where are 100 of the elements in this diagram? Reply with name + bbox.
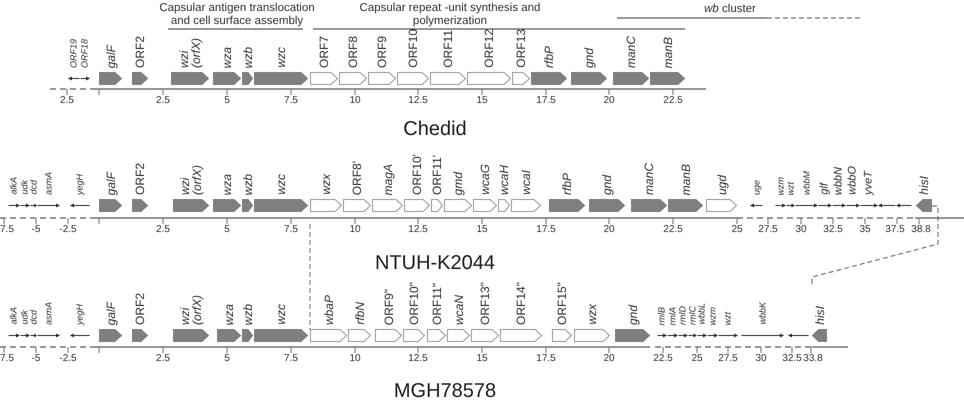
- gene-label: galF: [104, 302, 116, 325]
- gene-label: ORF8': [351, 160, 363, 195]
- scale-tick-label: 33.8: [803, 353, 823, 364]
- gene-label: ORF15": [556, 285, 568, 325]
- gene-label: gnd: [583, 48, 595, 68]
- scale-tick-label: 5: [224, 353, 230, 364]
- scale-tick-label: 27.5: [718, 353, 738, 364]
- scale-tick-label: 10: [349, 95, 361, 106]
- scale-tick-label: 32.5: [823, 224, 843, 235]
- gene-label: rmlD: [678, 306, 688, 325]
- scale-tick-label: -2.5: [59, 224, 77, 235]
- gene-label: wzi (orfX): [179, 164, 203, 195]
- gene-label: wza: [223, 304, 235, 325]
- gene-label: wzb: [242, 304, 254, 325]
- gene-label: ugd: [716, 174, 728, 195]
- scale-tick-label: 27.5: [758, 224, 778, 235]
- gene-label: wzx: [320, 174, 332, 195]
- gene-label: ORF11: [442, 30, 454, 68]
- gene-label: wzt: [786, 182, 795, 195]
- scale-tick-label: 10: [349, 353, 361, 364]
- scale-tick-label: 17.5: [536, 224, 556, 235]
- gene-label: ORF10': [411, 155, 423, 195]
- gene-label: ORF7: [318, 36, 330, 68]
- scale-tick-label: 2.5: [156, 95, 170, 106]
- scale-tick-label: 25: [691, 353, 703, 364]
- gene-label: wzc: [275, 304, 287, 325]
- section-heading: Capsular antigen translocation and cell surface assembly: [158, 2, 316, 28]
- scale-tick-label: 12.5: [408, 353, 428, 364]
- gene-label: manB: [680, 164, 692, 195]
- strain-name: MGH78578: [394, 380, 496, 403]
- scale-tick-label: 7.5: [0, 224, 14, 235]
- gene-label: manC: [625, 36, 637, 68]
- dashed-connector: [812, 206, 938, 286]
- gene-label: manC: [643, 162, 655, 195]
- scale-tick-label: 32.5: [782, 353, 802, 364]
- scale-tick-label: -5: [32, 353, 40, 364]
- scale-tick-label: 7.5: [284, 95, 298, 106]
- scale-tick-label: 2.5: [156, 224, 170, 235]
- gene-label: ORF10: [407, 29, 419, 68]
- gene-label: wzc: [275, 47, 287, 68]
- scale-tick-label: 20: [603, 353, 615, 364]
- gene-label: dcd: [29, 310, 38, 325]
- gene-label: wzm: [776, 176, 785, 195]
- scale-tick-label: 20: [603, 224, 615, 235]
- scale-tick-label: 15: [476, 95, 488, 106]
- gene-label: manB: [662, 36, 674, 68]
- gene-label: yegH: [76, 174, 84, 195]
- gene-label: ORF13": [479, 285, 491, 325]
- scale-tick-label: 2.5: [60, 95, 74, 106]
- gene-label: uge: [752, 180, 761, 195]
- scale-tick-label: 7.5: [0, 353, 14, 364]
- gene-label: wzb: [242, 46, 254, 68]
- scale-tick-label: -2.5: [59, 353, 77, 364]
- gene-label: ORF9: [376, 36, 388, 68]
- gene-label: asmA: [44, 172, 53, 195]
- gene-label: wcaN: [452, 294, 464, 325]
- gene-label: wzt: [724, 312, 732, 325]
- gene-label: udk: [20, 180, 30, 195]
- gene-label: ORF19: [70, 38, 78, 68]
- gene-label: rmlC: [688, 306, 697, 325]
- gene-label: hisI: [918, 176, 930, 195]
- gene-label: gnd: [626, 304, 638, 325]
- gene-label: rfbP: [561, 172, 573, 195]
- strain-name: NTUH-K2044: [374, 252, 496, 275]
- gene-label: galF: [104, 172, 116, 195]
- gene-label: wzm: [708, 306, 717, 325]
- gene-label: ORF13: [515, 29, 527, 68]
- gene-label: rmlB: [658, 306, 666, 325]
- scale-tick-label: 22.5: [663, 95, 683, 106]
- gene-label: ORF9": [382, 288, 394, 325]
- gene-label: udk: [20, 310, 30, 325]
- scale-tick-label: 37.5: [885, 224, 905, 235]
- scale-tick-label: 30: [795, 224, 807, 235]
- section-heading: wb cluster: [703, 3, 757, 16]
- scale-tick-label: 12.5: [408, 95, 428, 106]
- gene-label: rmlA: [668, 306, 677, 325]
- gene-label: asmA: [44, 302, 53, 325]
- scale-tick-label: 7.5: [284, 353, 298, 364]
- gene-label: wza: [221, 174, 233, 195]
- scale-tick-label: 10: [349, 224, 361, 235]
- gene-label: gmd: [452, 172, 464, 195]
- scale-tick-label: 12.5: [408, 224, 428, 235]
- gene-label: magA: [382, 164, 394, 195]
- gene-label: yveT: [864, 171, 874, 195]
- gene-label: ORF2: [134, 292, 146, 325]
- gene-label: ORF14": [515, 285, 527, 325]
- gene-label: ORF18: [80, 38, 90, 68]
- gene-label: wza: [221, 46, 233, 68]
- scale-tick-label: 7.5: [284, 224, 298, 235]
- gene-label: wcaH: [498, 164, 510, 195]
- gene-label: wzi (orfX): [179, 294, 203, 325]
- gene-label: ORF2: [134, 162, 146, 195]
- gene-label: ORF10": [408, 285, 420, 325]
- scale-tick-label: 20: [603, 95, 615, 106]
- gene-label: ORF8: [347, 36, 359, 68]
- gene-label: alkA: [10, 307, 18, 325]
- gene-label: rfbP: [543, 46, 555, 68]
- section-heading: Capsular repeat -unit synthesis and polymerization: [358, 2, 542, 28]
- gene-label: wbbN: [834, 166, 844, 195]
- scale-tick-label: 25: [731, 224, 743, 235]
